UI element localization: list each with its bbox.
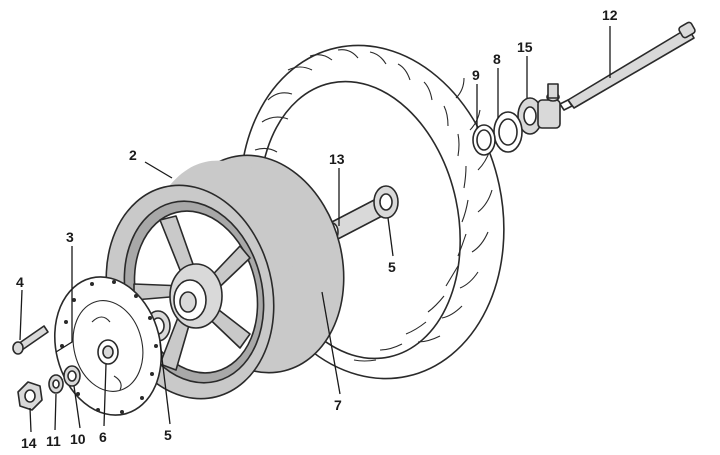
callout-6: 6 xyxy=(99,429,107,445)
callout-5-left: 5 xyxy=(164,427,172,443)
callout-12: 12 xyxy=(602,7,618,23)
axle xyxy=(559,21,696,111)
washer-10 xyxy=(63,365,81,387)
callout-10: 10 xyxy=(70,431,86,447)
callout-7: 7 xyxy=(334,397,342,413)
callout-2: 2 xyxy=(129,147,137,163)
callout-13: 13 xyxy=(329,151,345,167)
callout-14: 14 xyxy=(21,435,37,451)
leader-lines xyxy=(19,26,611,433)
bearing-right xyxy=(373,185,399,219)
disc-bolt xyxy=(12,325,49,355)
callout-15: 15 xyxy=(517,39,533,55)
callout-8: 8 xyxy=(493,51,501,67)
callout-9: 9 xyxy=(472,67,480,83)
callout-labels: 12 8 15 9 2 13 5 3 4 7 5 6 10 11 14 xyxy=(16,7,618,451)
washer-ring xyxy=(472,124,496,156)
callout-4: 4 xyxy=(16,274,24,290)
callout-3: 3 xyxy=(66,229,74,245)
callout-11: 11 xyxy=(46,433,61,449)
axle-nut xyxy=(17,381,43,411)
callout-5-right: 5 xyxy=(388,259,396,275)
brake-disc xyxy=(53,276,163,416)
speedometer-drive xyxy=(517,83,561,135)
washer-11 xyxy=(48,374,64,394)
